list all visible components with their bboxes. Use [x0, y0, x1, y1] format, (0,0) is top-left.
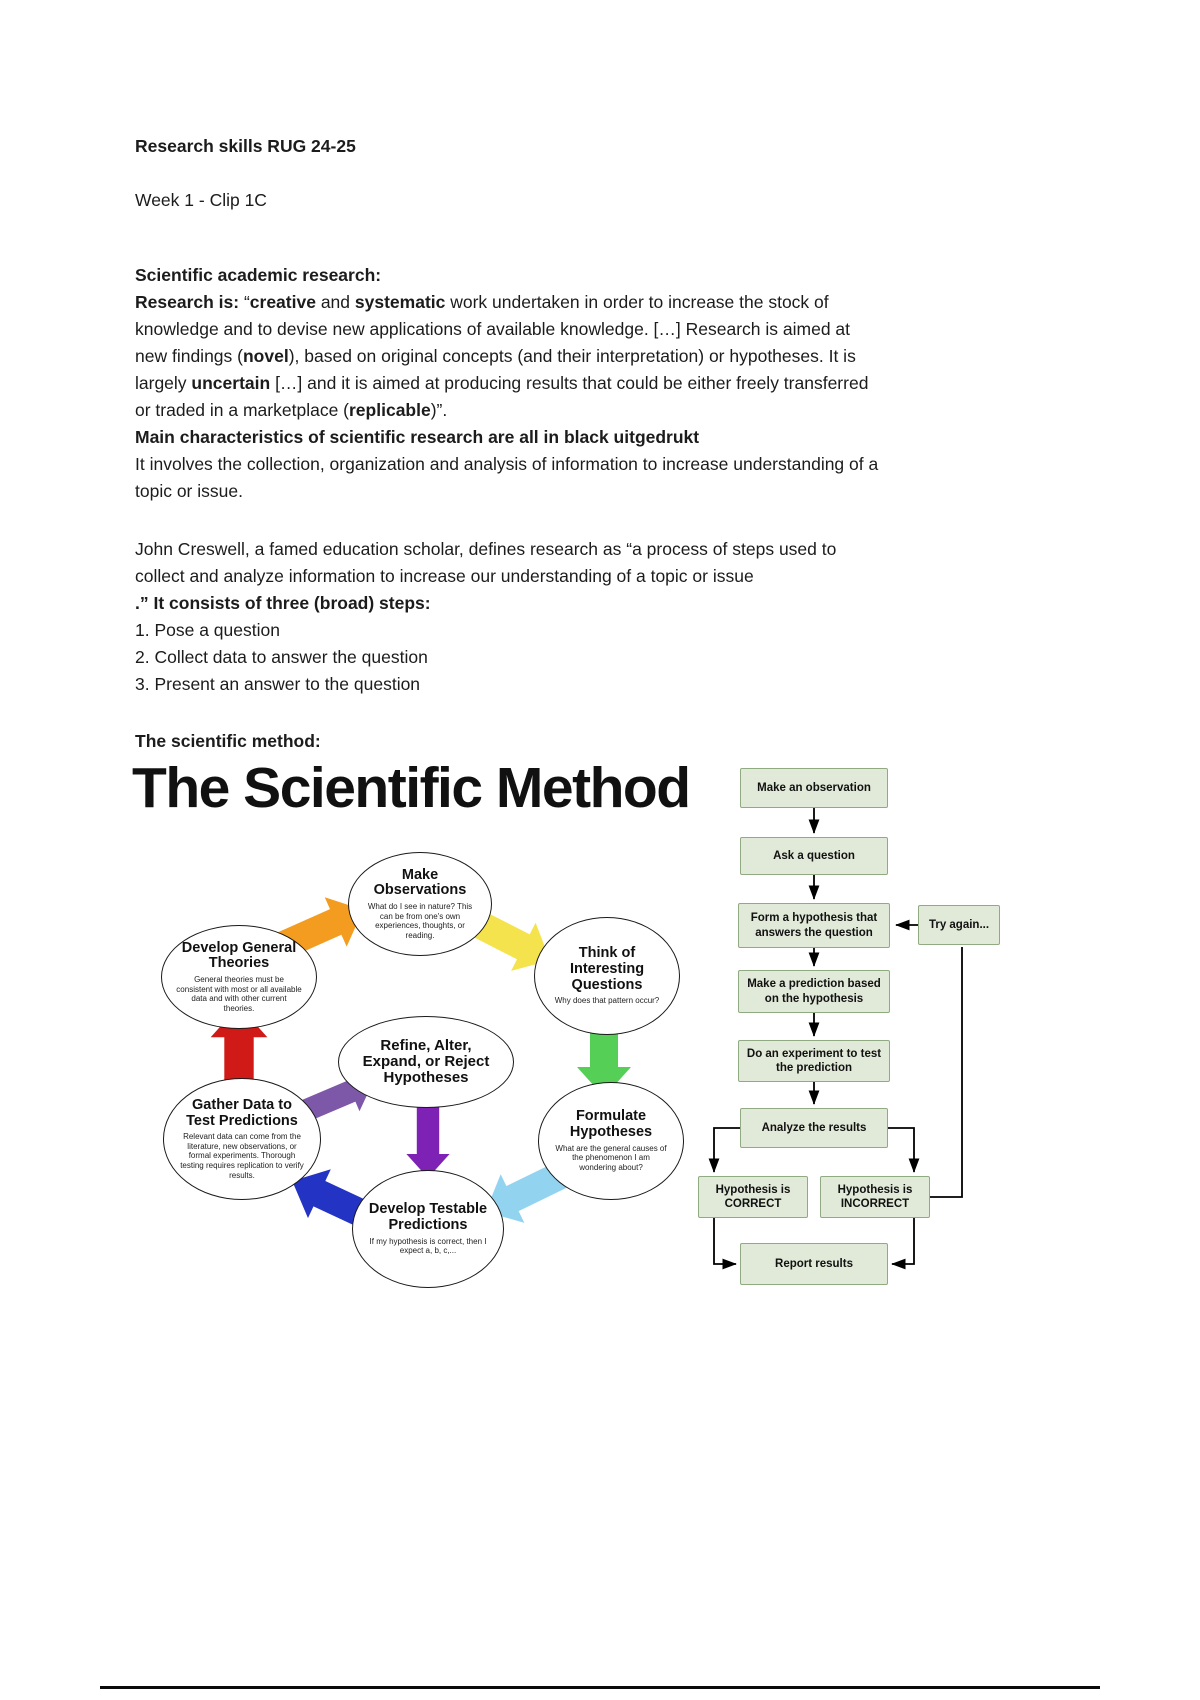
- flow-box-analyze-results: Analyze the results: [740, 1108, 888, 1148]
- footer-divider: [100, 1686, 1100, 1689]
- section-heading-research: Scientific academic research:: [135, 265, 382, 285]
- flow-box-try-again: Try again...: [918, 905, 1000, 945]
- cycle-node-make-observations: Make Observations What do I see in natur…: [348, 852, 492, 956]
- flow-box-hypothesis-correct: Hypothesis is CORRECT: [698, 1176, 808, 1218]
- cycle-node-refine-hypotheses: Refine, Alter, Expand, or Reject Hypothe…: [338, 1016, 514, 1108]
- cycle-node-title: Formulate Hypotheses: [569, 1108, 653, 1141]
- paragraph-creswell-steps: John Creswell, a famed education scholar…: [135, 539, 837, 694]
- cycle-node-subtext: What are the general causes of the pheno…: [555, 1143, 667, 1172]
- cycle-node-title: Make Observations: [373, 866, 467, 899]
- cycle-node-develop-testable-predictions: Develop Testable Predictions If my hypot…: [352, 1170, 504, 1288]
- flow-box-form-hypothesis: Form a hypothesis that answers the quest…: [738, 903, 890, 948]
- cycle-node-subtext: Relevant data can come from the literatu…: [180, 1132, 304, 1180]
- doc-title: Research skills RUG 24-25: [135, 136, 356, 156]
- cycle-node-formulate-hypotheses: Formulate Hypotheses What are the genera…: [538, 1082, 684, 1200]
- flow-box-make-observation: Make an observation: [740, 768, 888, 808]
- cycle-node-title: Think of Interesting Questions: [569, 945, 645, 993]
- cycle-node-subtext: What do I see in nature? This can be fro…: [367, 901, 473, 940]
- cycle-arrow-refine-to-predictions: [406, 1106, 450, 1178]
- diagram-title: The Scientific Method: [132, 756, 691, 820]
- cycle-node-title: Develop General Theories: [181, 939, 297, 972]
- flow-box-do-experiment: Do an experiment to test the prediction: [738, 1040, 890, 1082]
- cycle-node-subtext: Why does that pattern occur?: [554, 996, 660, 1006]
- cycle-node-subtext: General theories must be consistent with…: [176, 974, 302, 1013]
- flow-box-make-prediction: Make a prediction based on the hypothesi…: [738, 970, 890, 1013]
- flow-box-hypothesis-incorrect: Hypothesis is INCORRECT: [820, 1176, 930, 1218]
- cycle-node-subtext: If my hypothesis is correct, then I expe…: [369, 1236, 487, 1256]
- cycle-node-think-questions: Think of Interesting Questions Why does …: [534, 917, 680, 1035]
- paragraph-research-definition: Research is: “creative and systematic wo…: [135, 292, 879, 501]
- doc-subtitle: Week 1 - Clip 1C: [135, 190, 267, 210]
- cycle-node-develop-general-theories: Develop General Theories General theorie…: [161, 925, 317, 1029]
- cycle-node-title: Refine, Alter, Expand, or Reject Hypothe…: [362, 1036, 490, 1087]
- cycle-node-gather-data: Gather Data to Test Predictions Relevant…: [163, 1078, 321, 1200]
- cycle-node-title: Develop Testable Predictions: [368, 1201, 488, 1233]
- flow-box-ask-question: Ask a question: [740, 837, 888, 875]
- cycle-node-title: Gather Data to Test Predictions: [186, 1096, 298, 1129]
- section-heading-method: The scientific method:: [135, 731, 321, 751]
- flow-box-report-results: Report results: [740, 1243, 888, 1285]
